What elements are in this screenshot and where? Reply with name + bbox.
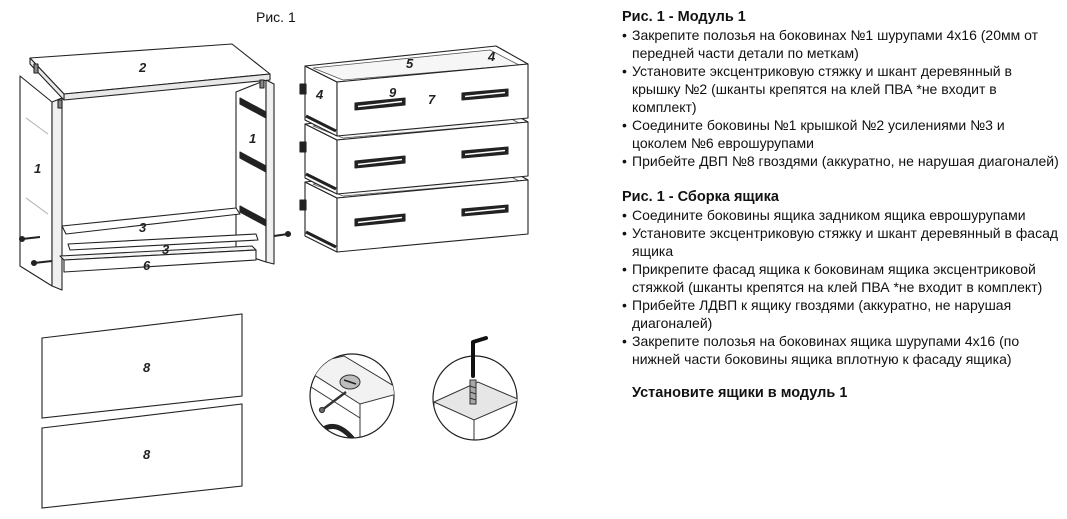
- left-side-panel-face: [19, 75, 53, 287]
- drawer-handle-highlight: [357, 216, 403, 224]
- right-side-panel-edge: [265, 79, 275, 265]
- reinforcement-front: [67, 233, 259, 251]
- drawer-runner: [239, 151, 267, 173]
- assembly-drawing: Рис. 1: [18, 9, 529, 509]
- list-item: Соедините боковины ящика задником ящика …: [622, 206, 1062, 224]
- label-hardboard-lower: 8: [143, 447, 151, 462]
- runner-end: [299, 83, 307, 95]
- list-item: Закрепите полозья на боковинах ящика шур…: [622, 332, 1062, 368]
- list-item: Прикрепите фасад ящика к боковинам ящика…: [622, 260, 1062, 296]
- panel-surface: [433, 381, 517, 421]
- list-item: Прибейте ДВП №8 гвоздями (аккуратно, не …: [622, 152, 1062, 170]
- section-title: Рис. 1 - Модуль 1: [622, 9, 746, 25]
- label-reinforcement-front: 3: [162, 242, 170, 257]
- runner-end: [299, 199, 307, 211]
- screw-thread: [469, 385, 477, 389]
- label-plinth: 6: [143, 258, 151, 273]
- cabinet-module: [18, 43, 292, 291]
- screw-thread: [469, 391, 477, 395]
- drawer-facade: [336, 179, 529, 253]
- label-drawer-handle: 9: [389, 85, 397, 100]
- figure-caption: Рис. 1: [256, 9, 296, 25]
- label-top-panel: 2: [138, 60, 147, 75]
- step-list: Соедините боковины ящика задником ящика …: [622, 206, 1062, 368]
- drawer-handle-highlight: [464, 91, 506, 98]
- runner-mark: [25, 117, 49, 135]
- drawer-handle-highlight: [357, 158, 403, 166]
- drawer-handle-highlight: [357, 100, 403, 108]
- dowel-pin: [321, 391, 347, 411]
- screw-icon: [30, 259, 53, 267]
- plinth: [59, 245, 257, 273]
- label-drawer-facade: 7: [428, 92, 436, 107]
- callout-eccentric-cam: [309, 353, 395, 439]
- list-item: Установите эксцентриковую стяжку и шкант…: [622, 224, 1062, 260]
- hex-key-icon: [471, 336, 488, 378]
- callout-hex-key: [432, 336, 518, 441]
- dowel: [57, 99, 63, 109]
- screw-thread: [469, 397, 477, 401]
- section-module: Рис. 1 - Модуль 1 Закрепите полозья на б…: [622, 8, 1062, 170]
- label-drawer-side-left: 4: [315, 87, 324, 102]
- runner-mark: [25, 197, 49, 215]
- hardboard-panel-lower: [41, 403, 243, 509]
- list-item: Закрепите полозья на боковинах №1 шурупа…: [622, 26, 1062, 62]
- screw-icon: [18, 235, 41, 243]
- drawer-facade: [336, 121, 529, 195]
- drawer-1: [299, 45, 529, 137]
- plinth-front: [63, 249, 257, 273]
- screw-icon: [273, 230, 292, 238]
- section-title: Рис. 1 - Сборка ящика: [622, 189, 779, 205]
- runner-end: [299, 141, 307, 153]
- instructions-column: Рис. 1 - Модуль 1 Закрепите полозья на б…: [622, 8, 1062, 402]
- label-right-side-panel: 1: [249, 131, 256, 146]
- drawer-runner: [305, 230, 337, 249]
- label-drawer-side-right: 4: [487, 49, 496, 64]
- drawer-runner: [239, 97, 267, 119]
- label-drawer-back: 5: [406, 56, 414, 71]
- drawer-runner: [305, 114, 337, 133]
- list-item: Соедините боковины №1 крышкой №2 усилени…: [622, 116, 1062, 152]
- left-side-panel: [19, 75, 63, 291]
- drawer-runner: [305, 172, 337, 191]
- drawer-facade: [336, 63, 529, 137]
- list-item: Прибейте ЛДВП к ящику гвоздями (аккуратн…: [622, 296, 1062, 332]
- dowel: [33, 63, 39, 74]
- label-left-side-panel: 1: [34, 161, 41, 176]
- reinforcement-back: [61, 207, 241, 235]
- section-drawer-assembly: Рис. 1 - Сборка ящика Соедините боковины…: [622, 188, 1062, 368]
- cam-slot: [343, 379, 357, 385]
- label-reinforcement-back: 3: [139, 220, 147, 235]
- dowel-pin-end: [318, 406, 326, 414]
- left-side-panel-edge: [51, 97, 63, 291]
- drawers: [299, 45, 529, 253]
- right-side-panel: [235, 79, 275, 265]
- drawer-runner: [239, 205, 267, 227]
- list-item: Установите эксцентриковую стяжку и шкант…: [622, 62, 1062, 116]
- panel-edge: [310, 379, 361, 419]
- top-panel: [29, 43, 271, 109]
- drawer-handle-highlight: [464, 149, 506, 156]
- hardboard-panel-upper: [41, 313, 243, 419]
- label-hardboard-upper: 8: [143, 360, 151, 375]
- drawer-handle-highlight: [464, 207, 506, 214]
- final-step: Установите ящики в модуль 1: [632, 385, 848, 401]
- dowel: [259, 79, 265, 89]
- step-list: Закрепите полозья на боковинах №1 шурупа…: [622, 26, 1062, 170]
